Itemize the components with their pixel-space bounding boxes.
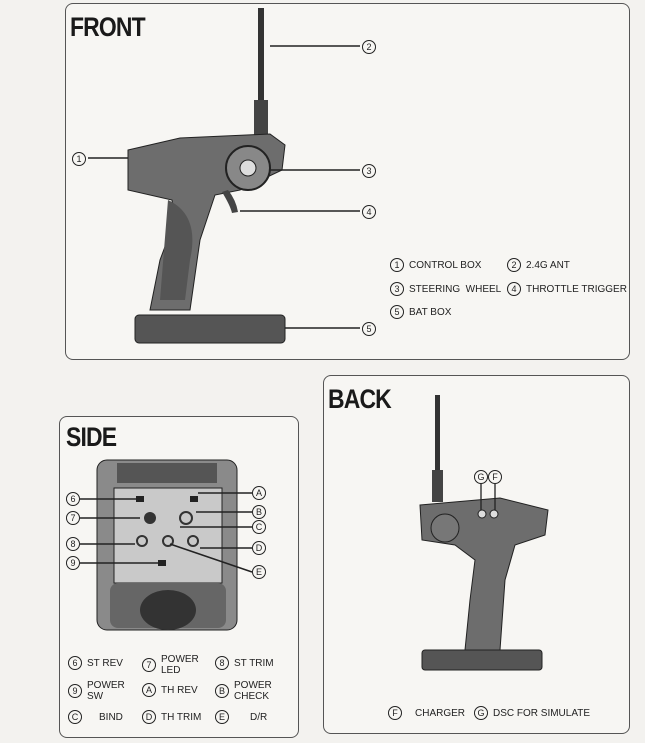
back-marker-g: G bbox=[474, 470, 488, 484]
side-legend-8: 8 ST TRIM bbox=[215, 656, 274, 670]
front-marker-3: 3 bbox=[362, 164, 376, 178]
side-legend-e: E D/R bbox=[215, 710, 267, 724]
back-transmitter-drawing bbox=[419, 395, 549, 671]
front-marker-5: 5 bbox=[362, 322, 376, 336]
legend-text: TH TRIM bbox=[161, 711, 202, 723]
legend-text: POWER CHECK bbox=[234, 680, 272, 702]
legend-number: 2 bbox=[507, 258, 521, 272]
side-legend-7: 7 POWER LED bbox=[142, 654, 201, 676]
back-legend-g: G DSC FOR SIMULATE bbox=[474, 706, 590, 720]
legend-text: ST TRIM bbox=[234, 657, 274, 669]
legend-number: E bbox=[215, 710, 229, 724]
side-marker-8: 8 bbox=[66, 537, 80, 551]
side-marker-c: C bbox=[252, 520, 266, 534]
legend-number: 7 bbox=[142, 658, 156, 672]
legend-number: 4 bbox=[507, 282, 521, 296]
legend-number: F bbox=[388, 706, 402, 720]
side-legend-9: 9 POWER SW bbox=[68, 680, 127, 702]
side-legend-a: A TH REV bbox=[142, 683, 198, 697]
side-legend-d: D TH TRIM bbox=[142, 710, 201, 724]
legend-number: 1 bbox=[390, 258, 404, 272]
front-transmitter-drawing bbox=[88, 8, 360, 344]
side-legend-6: 6 ST REV bbox=[68, 656, 123, 670]
legend-number: 8 bbox=[215, 656, 229, 670]
side-marker-b: B bbox=[252, 505, 266, 519]
side-transmitter-drawing bbox=[80, 459, 253, 631]
legend-text: BIND bbox=[99, 711, 123, 723]
legend-text: DSC FOR SIMULATE bbox=[493, 707, 591, 719]
legend-text: STEERING WHEEL bbox=[409, 283, 502, 295]
legend-number: B bbox=[215, 684, 229, 698]
legend-text: D/R bbox=[250, 711, 268, 723]
side-marker-a: A bbox=[252, 486, 266, 500]
front-marker-1: 1 bbox=[72, 152, 86, 166]
back-legend-f: F CHARGER bbox=[388, 706, 465, 720]
side-title: SIDE bbox=[66, 422, 117, 452]
side-marker-7: 7 bbox=[66, 511, 80, 525]
legend-text: TH REV bbox=[161, 684, 198, 696]
side-marker-6: 6 bbox=[66, 492, 80, 506]
legend-text: CONTROL BOX bbox=[409, 259, 482, 271]
legend-text: POWER LED bbox=[161, 654, 199, 676]
legend-number: D bbox=[142, 710, 156, 724]
front-marker-4: 4 bbox=[362, 205, 376, 219]
legend-number: 9 bbox=[68, 684, 82, 698]
legend-number: 3 bbox=[390, 282, 404, 296]
front-legend-4: 4 THROTTLE TRIGGER bbox=[507, 282, 627, 296]
legend-number: 5 bbox=[390, 305, 404, 319]
front-title: FRONT bbox=[70, 12, 146, 42]
side-marker-e: E bbox=[252, 565, 266, 579]
legend-text: CHARGER bbox=[415, 707, 466, 719]
legend-text: 2.4G ANT bbox=[526, 259, 570, 271]
front-legend-5: 5 BAT BOX bbox=[390, 305, 451, 319]
legend-text: BAT BOX bbox=[409, 306, 452, 318]
legend-number: 6 bbox=[68, 656, 82, 670]
front-marker-2: 2 bbox=[362, 40, 376, 54]
legend-text: THROTTLE TRIGGER bbox=[526, 283, 627, 295]
front-legend-2: 2 2.4G ANT bbox=[507, 258, 570, 272]
front-legend-3: 3 STEERING WHEEL bbox=[390, 282, 501, 296]
back-title: BACK bbox=[328, 384, 392, 414]
back-marker-f: F bbox=[488, 470, 502, 484]
side-legend-b: B POWER CHECK bbox=[215, 680, 274, 702]
legend-number: G bbox=[474, 706, 488, 720]
legend-text: POWER SW bbox=[87, 680, 125, 702]
side-legend-c: C BIND bbox=[68, 710, 123, 724]
legend-text: ST REV bbox=[87, 657, 123, 669]
legend-number: C bbox=[68, 710, 82, 724]
front-legend-1: 1 CONTROL BOX bbox=[390, 258, 481, 272]
legend-number: A bbox=[142, 683, 156, 697]
side-marker-9: 9 bbox=[66, 556, 80, 570]
side-marker-d: D bbox=[252, 541, 266, 555]
